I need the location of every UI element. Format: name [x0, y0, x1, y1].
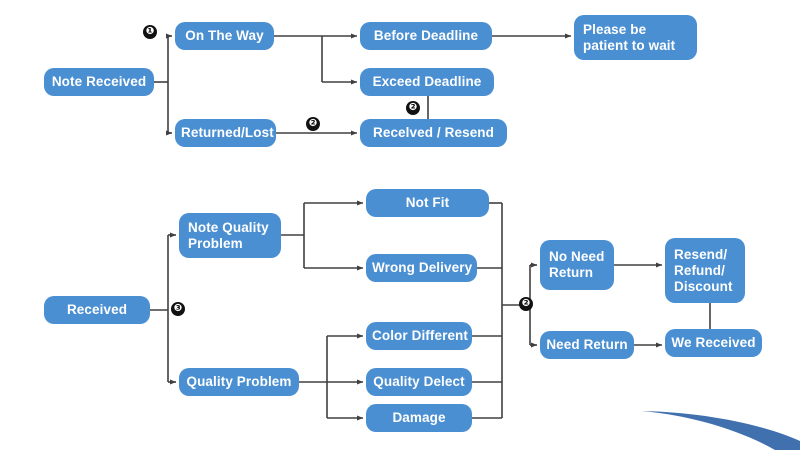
- node-before-deadline[interactable]: Before Deadline: [360, 22, 492, 50]
- node-label: Exceed Deadline: [372, 74, 482, 89]
- node-label-line2: Return: [549, 265, 594, 280]
- node-label-line1: No Need: [549, 249, 605, 264]
- node-label: Color Different: [372, 328, 468, 343]
- node-label: Recelved / Resend: [372, 125, 494, 140]
- node-label-line1: Resend/: [674, 246, 728, 262]
- node-wrong-delivery[interactable]: Wrong Delivery: [366, 254, 477, 282]
- node-label: Note Received: [51, 74, 147, 89]
- node-on-the-way[interactable]: On The Way: [175, 22, 274, 50]
- node-returned-lost[interactable]: Returned/Lost: [175, 119, 276, 147]
- node-color-different[interactable]: Color Different: [366, 322, 472, 350]
- node-label: Wrong Delivery: [372, 260, 473, 275]
- node-label: Before Deadline: [373, 28, 479, 43]
- node-label: Received: [66, 302, 128, 317]
- node-label-line1: Please be: [583, 21, 647, 37]
- node-label-line2: patient to wait: [583, 37, 676, 53]
- badge-1-on-the-way: ❶: [143, 25, 157, 39]
- node-received[interactable]: Received: [44, 296, 150, 324]
- node-label: Returned/Lost: [181, 125, 274, 140]
- node-label: Quality Problem: [186, 374, 292, 389]
- node-need-return[interactable]: Need Return: [540, 331, 634, 359]
- node-quality-problem[interactable]: Quality Problem: [179, 368, 299, 396]
- node-recelved-resend[interactable]: Recelved / Resend: [360, 119, 507, 147]
- node-note-received[interactable]: Note Received: [44, 68, 154, 96]
- node-please-be-patient-to-wait[interactable]: Please be patient to wait: [574, 15, 697, 60]
- node-note-quality-problem[interactable]: Note Quality Problem: [179, 213, 281, 258]
- node-quality-delect[interactable]: Quality Delect: [366, 368, 472, 396]
- node-no-need-return[interactable]: No Need Return: [540, 240, 614, 290]
- node-label-line3: Discount: [674, 278, 733, 294]
- node-label-line2: Problem: [188, 235, 243, 251]
- badge-2-exceed-deadline: ❷: [406, 101, 420, 115]
- badge-2-returned-lost: ❷: [306, 117, 320, 131]
- node-damage[interactable]: Damage: [366, 404, 472, 432]
- badge-3-received: ❸: [171, 302, 185, 316]
- node-resend-refund-discount[interactable]: Resend/ Refund/ Discount: [665, 238, 745, 303]
- node-exceed-deadline[interactable]: Exceed Deadline: [360, 68, 494, 96]
- node-label: Quality Delect: [373, 374, 465, 389]
- node-label: Damage: [392, 410, 446, 425]
- node-label-line2: Refund/: [674, 262, 725, 278]
- node-we-received[interactable]: We Received: [665, 329, 762, 357]
- node-label: We Received: [671, 335, 756, 350]
- badge-2-return-branch: ❷: [519, 297, 533, 311]
- node-label: Not Fit: [405, 195, 450, 210]
- node-label-line1: Note Quality: [188, 219, 269, 235]
- node-label: On The Way: [185, 28, 264, 43]
- node-label: Need Return: [546, 337, 628, 352]
- node-not-fit[interactable]: Not Fit: [366, 189, 489, 217]
